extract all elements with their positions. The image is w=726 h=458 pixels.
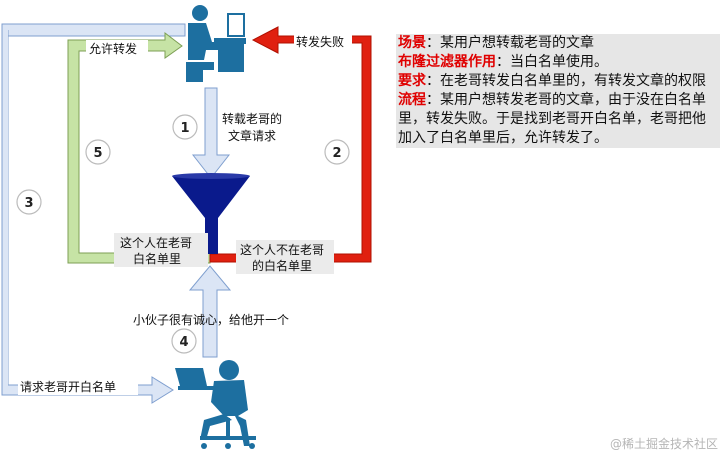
flow-text: ：某用户想转发老哥的文章，由于没在白名单里，转发失败。于是找到老哥开白名单，老哥…	[398, 92, 706, 146]
filter-text: ：当白名单使用。	[496, 54, 608, 70]
in-whitelist-bg	[114, 233, 208, 267]
require-text: ：在老哥转发白名单里的，有转发文章的权限	[426, 73, 706, 89]
funnel-filter-icon	[172, 173, 250, 254]
flow-paragraph: 流程：某用户想转发老哥的文章，由于没在白名单里，转发失败。于是找到老哥开白名单，…	[396, 91, 720, 148]
request-open-bg	[18, 378, 138, 395]
require-paragraph: 要求：在老哥转发白名单里的，有转发文章的权限	[396, 72, 720, 91]
step-3-badge: 3	[16, 189, 42, 215]
label-in-whitelist-2: 白名单里	[133, 251, 181, 266]
blue-loop-arrow	[1, 23, 186, 404]
person-with-laptop-icon	[175, 360, 256, 449]
step-1-badge: 1	[172, 114, 198, 140]
scene-key: 场景	[398, 35, 426, 51]
step-5-number: 5	[93, 146, 102, 161]
flow-key: 流程	[398, 92, 426, 108]
label-request-open-whitelist: 请求老哥开白名单	[20, 379, 116, 394]
allow-forward-bg	[86, 40, 148, 57]
forward-failed-bg	[294, 33, 352, 50]
user-at-desk-icon	[186, 5, 246, 82]
label-forward-failed: 转发失败	[296, 34, 344, 49]
label-sincere-open: 小伙子很有诚心，给他开一个	[133, 313, 289, 327]
watermark: @稀土掘金技术社区	[609, 437, 718, 451]
label-forward-request-1: 转载老哥的	[222, 111, 282, 126]
step-4-badge: 4	[171, 328, 197, 354]
step-5-badge: 5	[85, 139, 111, 165]
label-not-in-whitelist-2: 的白名单里	[252, 258, 312, 273]
scene-paragraph: 场景：某用户想转载老哥的文章	[396, 34, 720, 53]
step-1-number: 1	[180, 121, 189, 136]
request-arrow-down	[191, 87, 231, 179]
blue-loop-fill	[3, 25, 8, 390]
label-not-in-whitelist-1: 这个人不在老哥	[240, 242, 324, 257]
not-in-whitelist-bg	[236, 240, 334, 274]
filter-paragraph: 布隆过滤器作用：当白名单使用。	[396, 53, 720, 72]
label-allow-forward: 允许转发	[89, 41, 137, 56]
label-in-whitelist-1: 这个人在老哥	[120, 235, 192, 250]
step-2-badge: 2	[324, 139, 350, 165]
red-loop-arrow	[209, 26, 372, 263]
require-key: 要求	[398, 73, 426, 89]
scenario-description: 场景：某用户想转载老哥的文章 布隆过滤器作用：当白名单使用。 要求：在老哥转发白…	[396, 34, 720, 148]
filter-key: 布隆过滤器作用	[398, 54, 496, 70]
step-2-number: 2	[332, 146, 341, 161]
label-forward-request-2: 文章请求	[228, 128, 276, 143]
scene-text: ：某用户想转载老哥的文章	[426, 35, 594, 51]
open-arrow-up	[188, 265, 232, 358]
step-3-number: 3	[24, 196, 33, 211]
step-4-number: 4	[179, 335, 188, 350]
